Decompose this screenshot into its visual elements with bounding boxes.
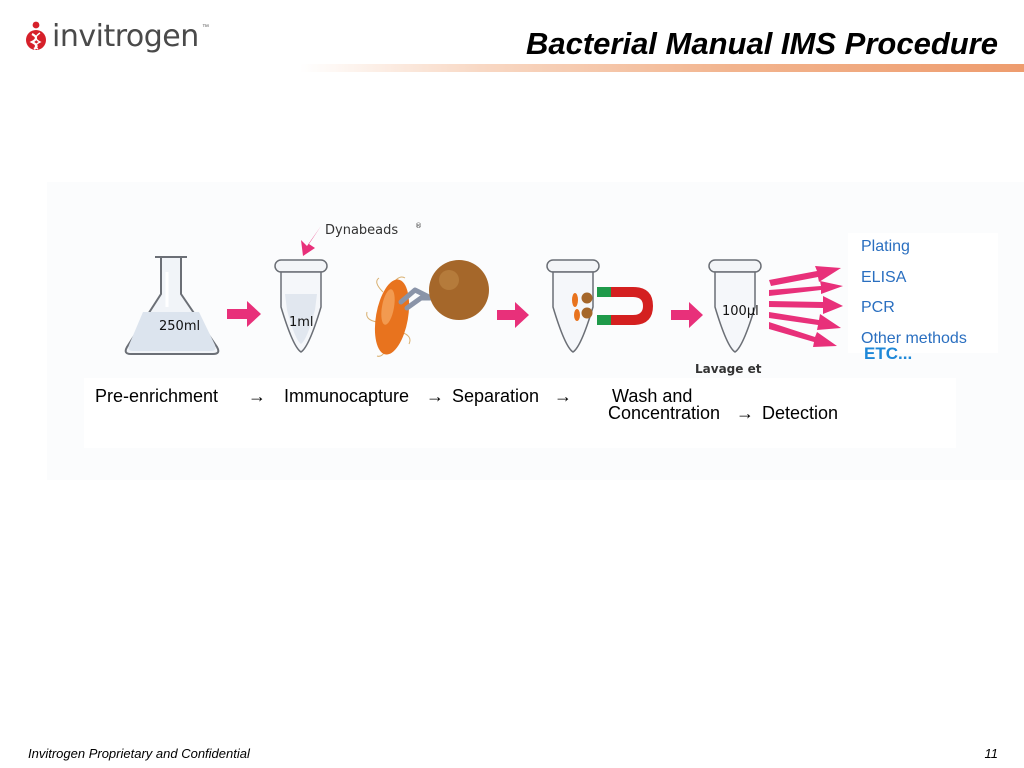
page-title: Bacterial Manual IMS Procedure — [525, 26, 998, 61]
logo-mark-icon — [26, 21, 46, 50]
step-arrow-1: → — [248, 386, 266, 406]
title-underline-bar — [300, 64, 1024, 72]
logo-text: invitrogen — [52, 19, 199, 54]
method-pcr: PCR — [861, 299, 895, 316]
detection-methods-list: Plating ELISA PCR Other methods — [848, 233, 998, 353]
dynabeads-label: Dynabeads — [325, 223, 398, 238]
flask-icon — [124, 256, 220, 355]
step-wash-and: Wash and — [612, 386, 693, 406]
bacteria-bead-icon — [366, 260, 489, 357]
step-pre-enrichment: Pre-enrichment — [95, 386, 219, 406]
dynabeads-mark: ® — [415, 222, 422, 230]
method-other: Other methods — [861, 330, 967, 347]
tube-final-icon — [708, 259, 762, 353]
step-detection: Detection — [762, 403, 839, 423]
lavage-label: Lavage et — [695, 362, 762, 376]
tube-final-volume-label: 100µl — [722, 304, 759, 319]
procedure-diagram: 250ml 1ml Dynabeads ® — [124, 222, 843, 357]
step-arrow-3: → — [554, 386, 572, 406]
step-separation: Separation — [452, 386, 540, 406]
tube-icon — [274, 259, 328, 353]
logo-trademark: ™ — [202, 24, 209, 31]
tube-magnet-icon — [546, 259, 653, 353]
process-arrow-3 — [671, 302, 703, 328]
step-immunocapture: Immunocapture — [284, 386, 410, 406]
process-arrow-1 — [227, 301, 261, 327]
method-plating: Plating — [861, 238, 910, 255]
tube-volume-label: 1ml — [289, 315, 314, 330]
flask-volume-label: 250ml — [159, 319, 200, 334]
dynabeads-pointer — [301, 226, 321, 256]
step-arrow-4: → — [736, 403, 754, 423]
page-number: 11 — [984, 746, 999, 761]
detection-fan-arrows — [769, 266, 843, 347]
method-elisa: ELISA — [861, 269, 907, 286]
process-arrow-2 — [497, 302, 529, 328]
procedure-steps-caption: Pre-enrichment → Immunocapture → Separat… — [84, 378, 956, 448]
invitrogen-logo: invitrogen ™ — [24, 16, 214, 58]
step-arrow-2: → — [426, 386, 444, 406]
step-concentration: Concentration — [608, 403, 721, 423]
footer-confidential: Invitrogen Proprietary and Confidential — [28, 746, 250, 761]
etc-label: ETC... — [864, 344, 913, 363]
